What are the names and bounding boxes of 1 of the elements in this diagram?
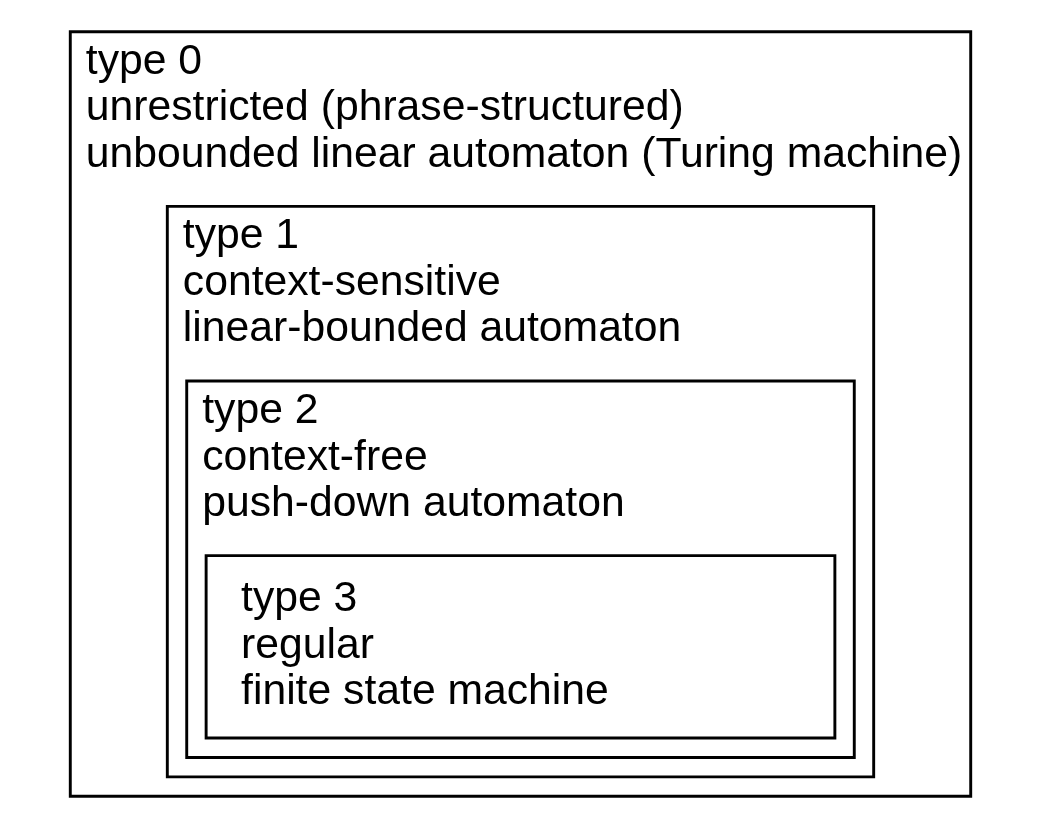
node-box: type 3 regular finite state machine — [204, 554, 837, 740]
